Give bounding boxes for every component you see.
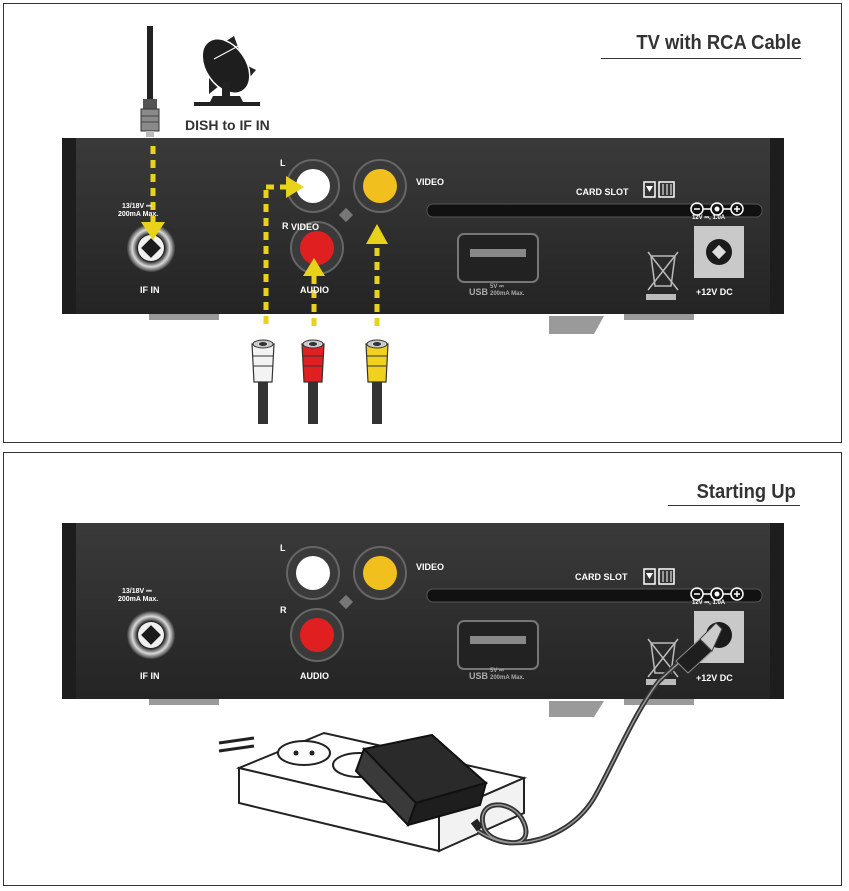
- card-slot-label: CARD SLOT: [576, 187, 629, 197]
- usb-label: USB: [469, 671, 489, 681]
- arrowhead-audio-r: [303, 258, 325, 276]
- power-label: +12V DC: [696, 673, 733, 683]
- panel-tv-rca: TV with RCA Cable: [3, 3, 842, 443]
- rca-connection-diagram: [62, 26, 784, 424]
- power-connection-diagram: [62, 523, 784, 853]
- video-jack: [353, 546, 407, 600]
- title-underline: [668, 505, 800, 506]
- video-jack: [353, 159, 407, 213]
- audio-r-label: R: [280, 605, 287, 615]
- title-underline: [601, 58, 801, 59]
- dish-label: DISH to IF IN: [185, 117, 270, 133]
- power-label: +12V DC: [696, 287, 733, 297]
- arrowhead-ifin: [141, 222, 165, 240]
- dc-power-jack: [694, 226, 744, 278]
- antenna-icon: [140, 26, 160, 137]
- panel-title: Starting Up: [696, 481, 796, 503]
- card-slot: [426, 203, 763, 218]
- card-slot-label: CARD SLOT: [575, 572, 628, 582]
- video-overlap-label: VIDEO: [291, 222, 320, 232]
- card-icon: [643, 568, 675, 585]
- receiver-back-panel: [62, 138, 784, 334]
- if-in-connector: [127, 611, 175, 659]
- panel-starting-up: Starting Up: [3, 452, 842, 886]
- power-spec: 12V ⎓, 1.0A: [692, 600, 726, 606]
- ifin-spec-2: 200mA Max.: [118, 211, 159, 218]
- audio-label: AUDIO: [300, 285, 329, 295]
- usb-spec-1: 5V ⎓: [490, 668, 504, 674]
- red-rca-plug: [301, 339, 325, 424]
- audio-l-jack: [286, 546, 340, 600]
- arrowhead-video: [366, 224, 388, 244]
- satellite-dish-icon: [194, 36, 260, 106]
- power-spec: 12V ⎓, 1.0A: [692, 215, 726, 221]
- screw-icon: [338, 207, 354, 223]
- ifin-spec-1: 13/18V ⎓: [122, 203, 152, 210]
- usb-spec-2: 200mA Max.: [490, 291, 525, 297]
- power-adapter: [354, 733, 489, 832]
- video-label: VIDEO: [416, 177, 445, 187]
- audio-r-jack: [290, 608, 344, 662]
- audio-l-label: L: [280, 158, 286, 168]
- weee-bin-icon: [646, 251, 679, 300]
- white-rca-plug: [251, 339, 275, 424]
- audio-l-jack: [286, 159, 340, 213]
- ifin-label: IF IN: [140, 671, 160, 681]
- usb-port: [457, 620, 539, 670]
- polarity-icon: [690, 202, 744, 216]
- card-slot: [426, 588, 763, 603]
- ifin-spec-1: 13/18V ⎓: [122, 588, 152, 595]
- usb-port: [457, 233, 539, 283]
- yellow-rca-plug: [365, 339, 389, 424]
- receiver-back-panel: [62, 523, 784, 717]
- ifin-label: IF IN: [140, 285, 160, 295]
- dc-plug: [675, 622, 723, 674]
- usb-spec-1: 5V ⎓: [490, 284, 504, 290]
- ifin-spec-2: 200mA Max.: [118, 596, 159, 603]
- card-icon: [643, 181, 675, 198]
- audio-l-label: L: [280, 543, 286, 553]
- connection-arrows: [150, 146, 380, 326]
- video-label: VIDEO: [416, 562, 445, 572]
- usb-spec-2: 200mA Max.: [490, 675, 525, 681]
- audio-r-label: R: [282, 221, 289, 231]
- polarity-icon: [690, 587, 744, 601]
- audio-label: AUDIO: [300, 671, 329, 681]
- screw-icon: [338, 594, 354, 610]
- panel-title: TV with RCA Cable: [636, 32, 801, 54]
- arrowhead-audio-l: [286, 176, 304, 198]
- if-in-connector: [127, 224, 175, 272]
- usb-label: USB: [469, 287, 489, 297]
